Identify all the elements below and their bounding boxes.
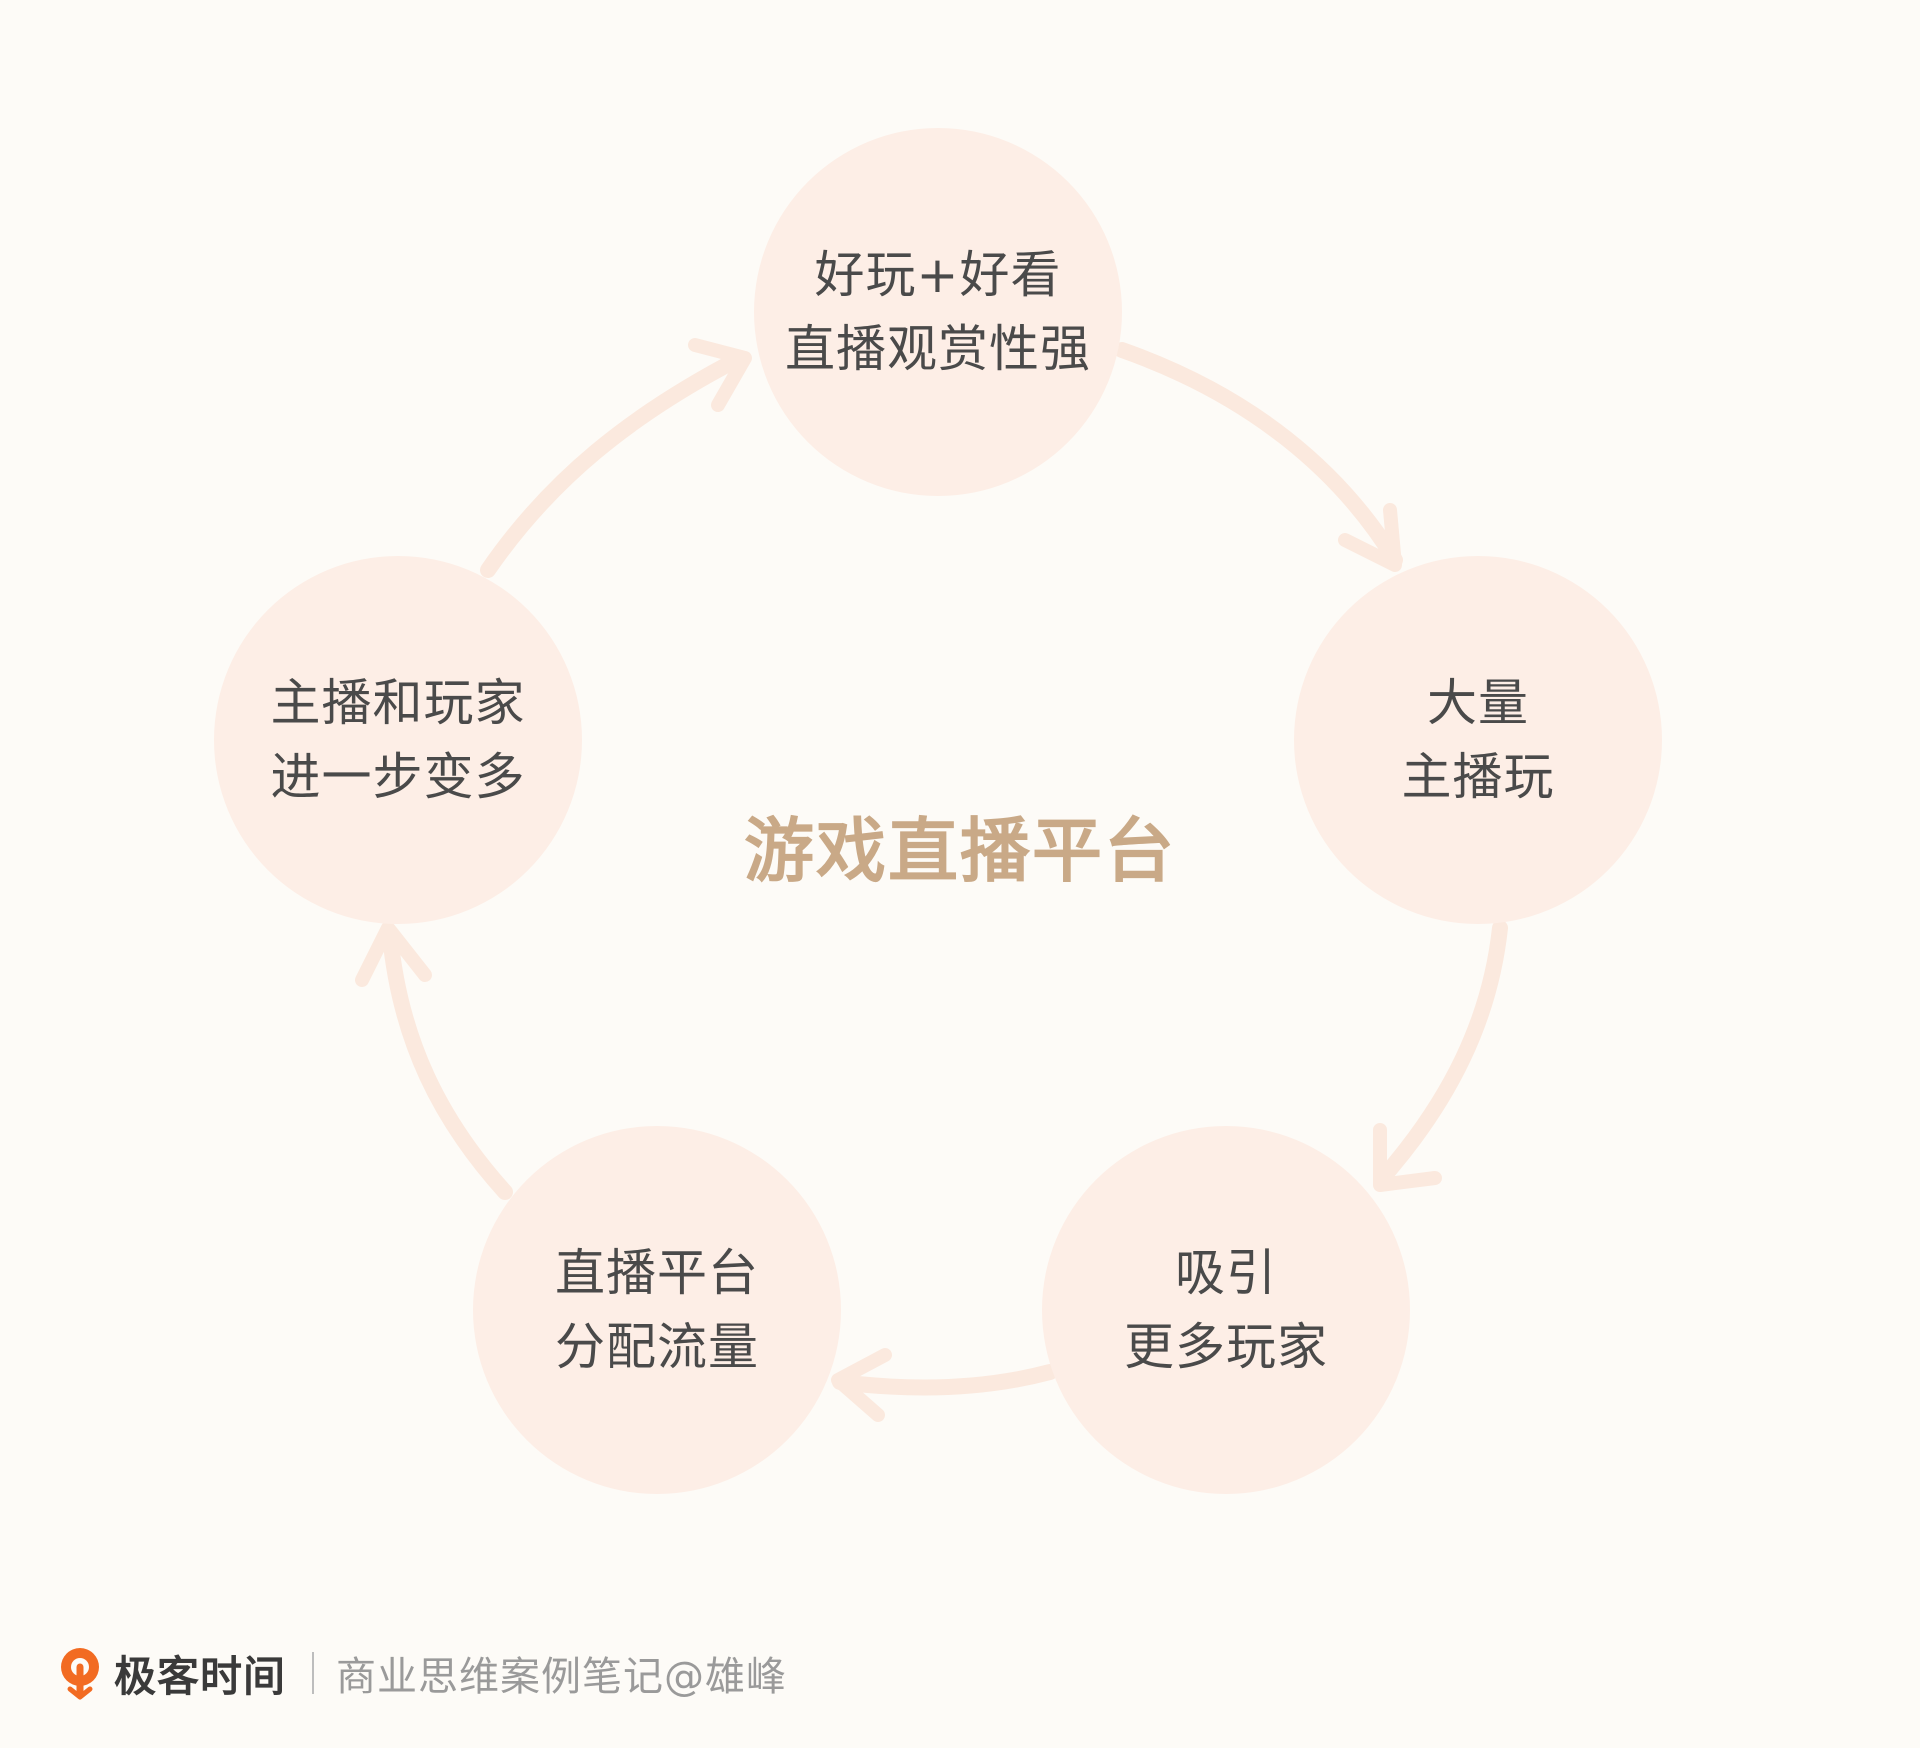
node-line: 主播和玩家 — [270, 674, 526, 732]
node-line: 好玩+好看 — [814, 246, 1062, 304]
brand-name: 极客时间 — [114, 1651, 287, 1701]
arrowhead-left-to-top — [688, 338, 752, 412]
footer-subtitle: 商业思维案例笔记@雄峰 — [336, 1654, 788, 1700]
node-attract-players: 吸引 更多玩家 — [1042, 1126, 1410, 1494]
node-many-streamers: 大量 主播玩 — [1294, 556, 1662, 924]
node-more-streamers-players: 主播和玩家 进一步变多 — [214, 556, 582, 924]
arrow-left-to-top — [480, 350, 748, 578]
node-line: 更多玩家 — [1124, 1318, 1328, 1376]
node-fun-and-watchable: 好玩+好看 直播观赏性强 — [754, 128, 1122, 496]
node-line: 进一步变多 — [270, 748, 526, 806]
node-line: 分配流量 — [555, 1318, 759, 1376]
arrowhead-bottomleft-to-left — [355, 921, 432, 987]
arrowhead-right-to-bottomright — [1373, 1123, 1442, 1192]
node-line: 直播观赏性强 — [785, 320, 1091, 378]
arrowhead-bottomright-to-bottomleft — [831, 1348, 892, 1422]
node-line: 直播平台 — [555, 1244, 759, 1302]
node-line: 大量 — [1427, 674, 1529, 732]
arrow-bottomright-to-bottomleft — [832, 1364, 1058, 1396]
node-line: 吸引 — [1175, 1244, 1277, 1302]
geektime-logo-icon — [56, 1645, 104, 1701]
arrow-bottomleft-to-left — [382, 927, 513, 1200]
arrow-right-to-bottomright — [1377, 920, 1508, 1183]
footer: 极客时间 商业思维案例笔记@雄峰 — [56, 1638, 787, 1708]
center-title: 游戏直播平台 — [744, 810, 1176, 892]
arrowhead-top-to-right — [1338, 503, 1402, 572]
node-line: 主播玩 — [1401, 748, 1555, 806]
arrow-top-to-right — [1114, 342, 1403, 568]
node-platform-traffic: 直播平台 分配流量 — [473, 1126, 841, 1494]
footer-divider — [312, 1652, 315, 1694]
